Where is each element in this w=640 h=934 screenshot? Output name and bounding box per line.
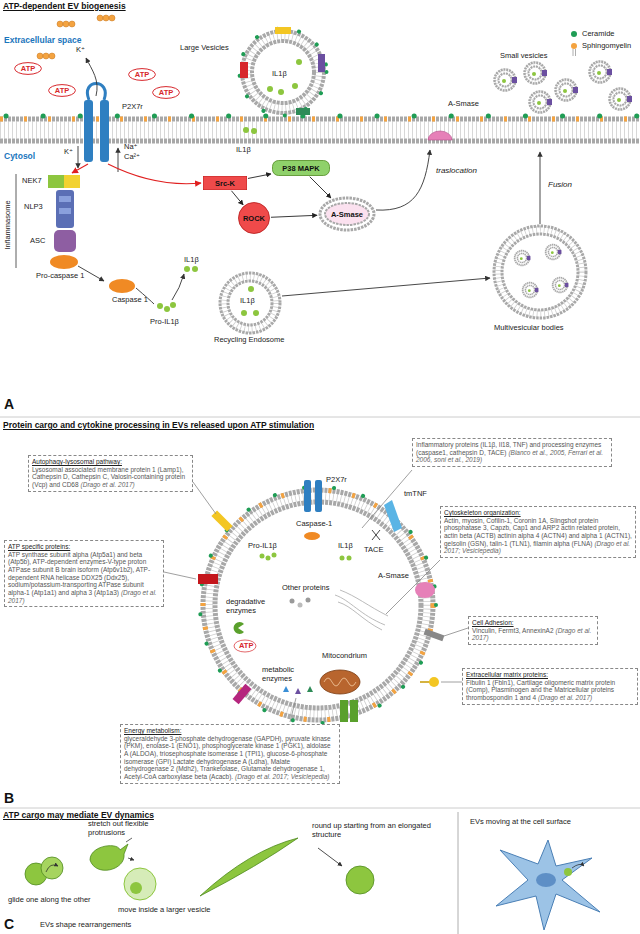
box-heading: Extracellular matrix proteins: [466, 671, 634, 679]
annotation-label: IL1β [338, 542, 353, 551]
citation-text: (Drago et al. 2017) [538, 694, 592, 701]
annotation-label: round up starting from an elongated stru… [312, 822, 432, 839]
annotation-label: Multivesicular bodies [494, 324, 564, 333]
atp-oval: ATP [48, 84, 76, 97]
section-heading: ATP-dependent EV biogenesis [3, 2, 126, 12]
annotation-label: NEK7 [22, 177, 42, 186]
kinase-box: P38 MAPK [272, 160, 330, 176]
annotation-label: Pro-IL1β [248, 542, 277, 551]
legend-label: Ceramide [582, 30, 615, 39]
cargo-box: Extracellular matrix proteins:Fibulin 1 … [462, 668, 638, 705]
annotation-label: A-Smase [448, 100, 479, 109]
signal-arrow [248, 174, 271, 179]
atp-oval: ATP [128, 68, 156, 81]
annotation-label: A-Smase [378, 572, 409, 581]
section-heading: Protein cargo and cytokine processing in… [3, 421, 314, 431]
panel-letter: A [4, 396, 14, 412]
signal-arrow [231, 191, 243, 205]
node-label: A-Smase [331, 210, 363, 219]
atp-oval: ATP [14, 62, 42, 75]
signal-arrow [310, 177, 331, 198]
cargo-box: Cytoskeleton organization:Actin, myosin,… [440, 506, 636, 558]
kinase-box: Src-K [203, 176, 247, 190]
annotation-label: tmTNF [404, 490, 427, 499]
annotation-label: Pro-caspase 1 [36, 272, 84, 281]
node-label: ATP [135, 70, 149, 79]
box-body: Vinculin, Fermt3, AnnexinA2 [472, 627, 554, 634]
legend-label: Sphingomyelin [582, 42, 631, 51]
signal-arrow [271, 215, 317, 217]
annotation-label: P2X7r [122, 103, 143, 112]
node-label: ATP [21, 64, 35, 73]
annotation-label: move inside a larger vesicle [118, 906, 211, 915]
kinase-circle: ROCK [238, 202, 270, 234]
cargo-box: ATP specific proteins:ATP synthase subun… [4, 540, 164, 607]
box-heading: Autophagy-lysosomal pathway: [32, 458, 189, 466]
enzyme-vesicle: A-Smase [318, 196, 376, 232]
annotation-label: ASC [30, 237, 45, 246]
annotation-label: IL1β [184, 256, 199, 265]
annotation-label: IL1β [236, 146, 251, 155]
annotation-label: EVs moving at the cell surface [470, 818, 571, 827]
region-label: Extracellular space [4, 36, 82, 46]
box-heading: Cell Adhesion: [472, 619, 594, 627]
annotation-label: Ca²⁺ [124, 153, 140, 162]
box-heading: Cytoskeleton organization: [444, 509, 632, 517]
annotation-label: Pro-IL1β [150, 318, 179, 327]
box-heading: Energy metabolism: [124, 727, 336, 735]
annotation-label: IL1β [272, 70, 287, 79]
node-label: ATP [55, 86, 69, 95]
annotation-label: Inflammasome [3, 195, 13, 255]
annotation-label: Caspase 1 [112, 296, 148, 305]
box-heading: ATP specific proteins: [8, 543, 160, 551]
citation-text: (Drago et al. 2017; Vesiclepedia) [235, 773, 329, 780]
annotation-label: K⁺ [64, 148, 73, 157]
node-label: Src-K [215, 179, 235, 188]
annotation-label: traslocation [436, 166, 477, 175]
node-label: ATP [159, 88, 173, 97]
annotation-label: EVs shape rearrangements [40, 921, 131, 930]
annotation-label: NLP3 [24, 203, 43, 212]
annotation-label: P2X7r [326, 476, 347, 485]
annotation-label: glide one along the other [8, 896, 91, 905]
annotation-label: metabolic enzymes [262, 666, 307, 683]
cargo-box: Autophagy-lysosomal pathway:Lysosomal as… [28, 455, 193, 492]
annotation-label: TACE [364, 546, 383, 555]
annotation-label: Large Vesicles [180, 44, 229, 53]
annotation-label: Na⁺ [124, 143, 138, 152]
annotation-label: degradative enzymes [226, 598, 274, 615]
node-label: P38 MAPK [282, 164, 320, 173]
region-label: Cytosol [4, 152, 35, 162]
cargo-box: Inflammatory proteins (IL1β, Il18, TNF) … [412, 438, 612, 467]
annotation-label: Mitocondrium [322, 652, 367, 661]
annotation-label: Caspase-1 [296, 520, 332, 529]
atp-oval: ATP [152, 86, 180, 99]
annotation-label: Recycling Endosome [214, 336, 284, 345]
cargo-box: Cell Adhesion:Vinculin, Fermt3, AnnexinA… [468, 616, 598, 645]
annotation-label: Small vesicles [500, 52, 548, 61]
annotation-label: stretch out flexible protrusions [88, 820, 158, 837]
annotation-label: IL1β [240, 297, 255, 306]
annotation-label: K⁺ [76, 46, 85, 55]
annotation-label: Fusion [548, 180, 572, 189]
node-label: ROCK [243, 214, 265, 223]
cargo-box: Energy metabolism:glyceraldehyde 3-phosp… [120, 724, 340, 784]
annotation-label: ATP [239, 642, 253, 651]
annotation-label: Other proteins [282, 584, 330, 593]
panel-letter: C [4, 916, 14, 932]
citation-text: (Drago et al. 2017) [81, 481, 135, 488]
panel-letter: B [4, 790, 14, 806]
